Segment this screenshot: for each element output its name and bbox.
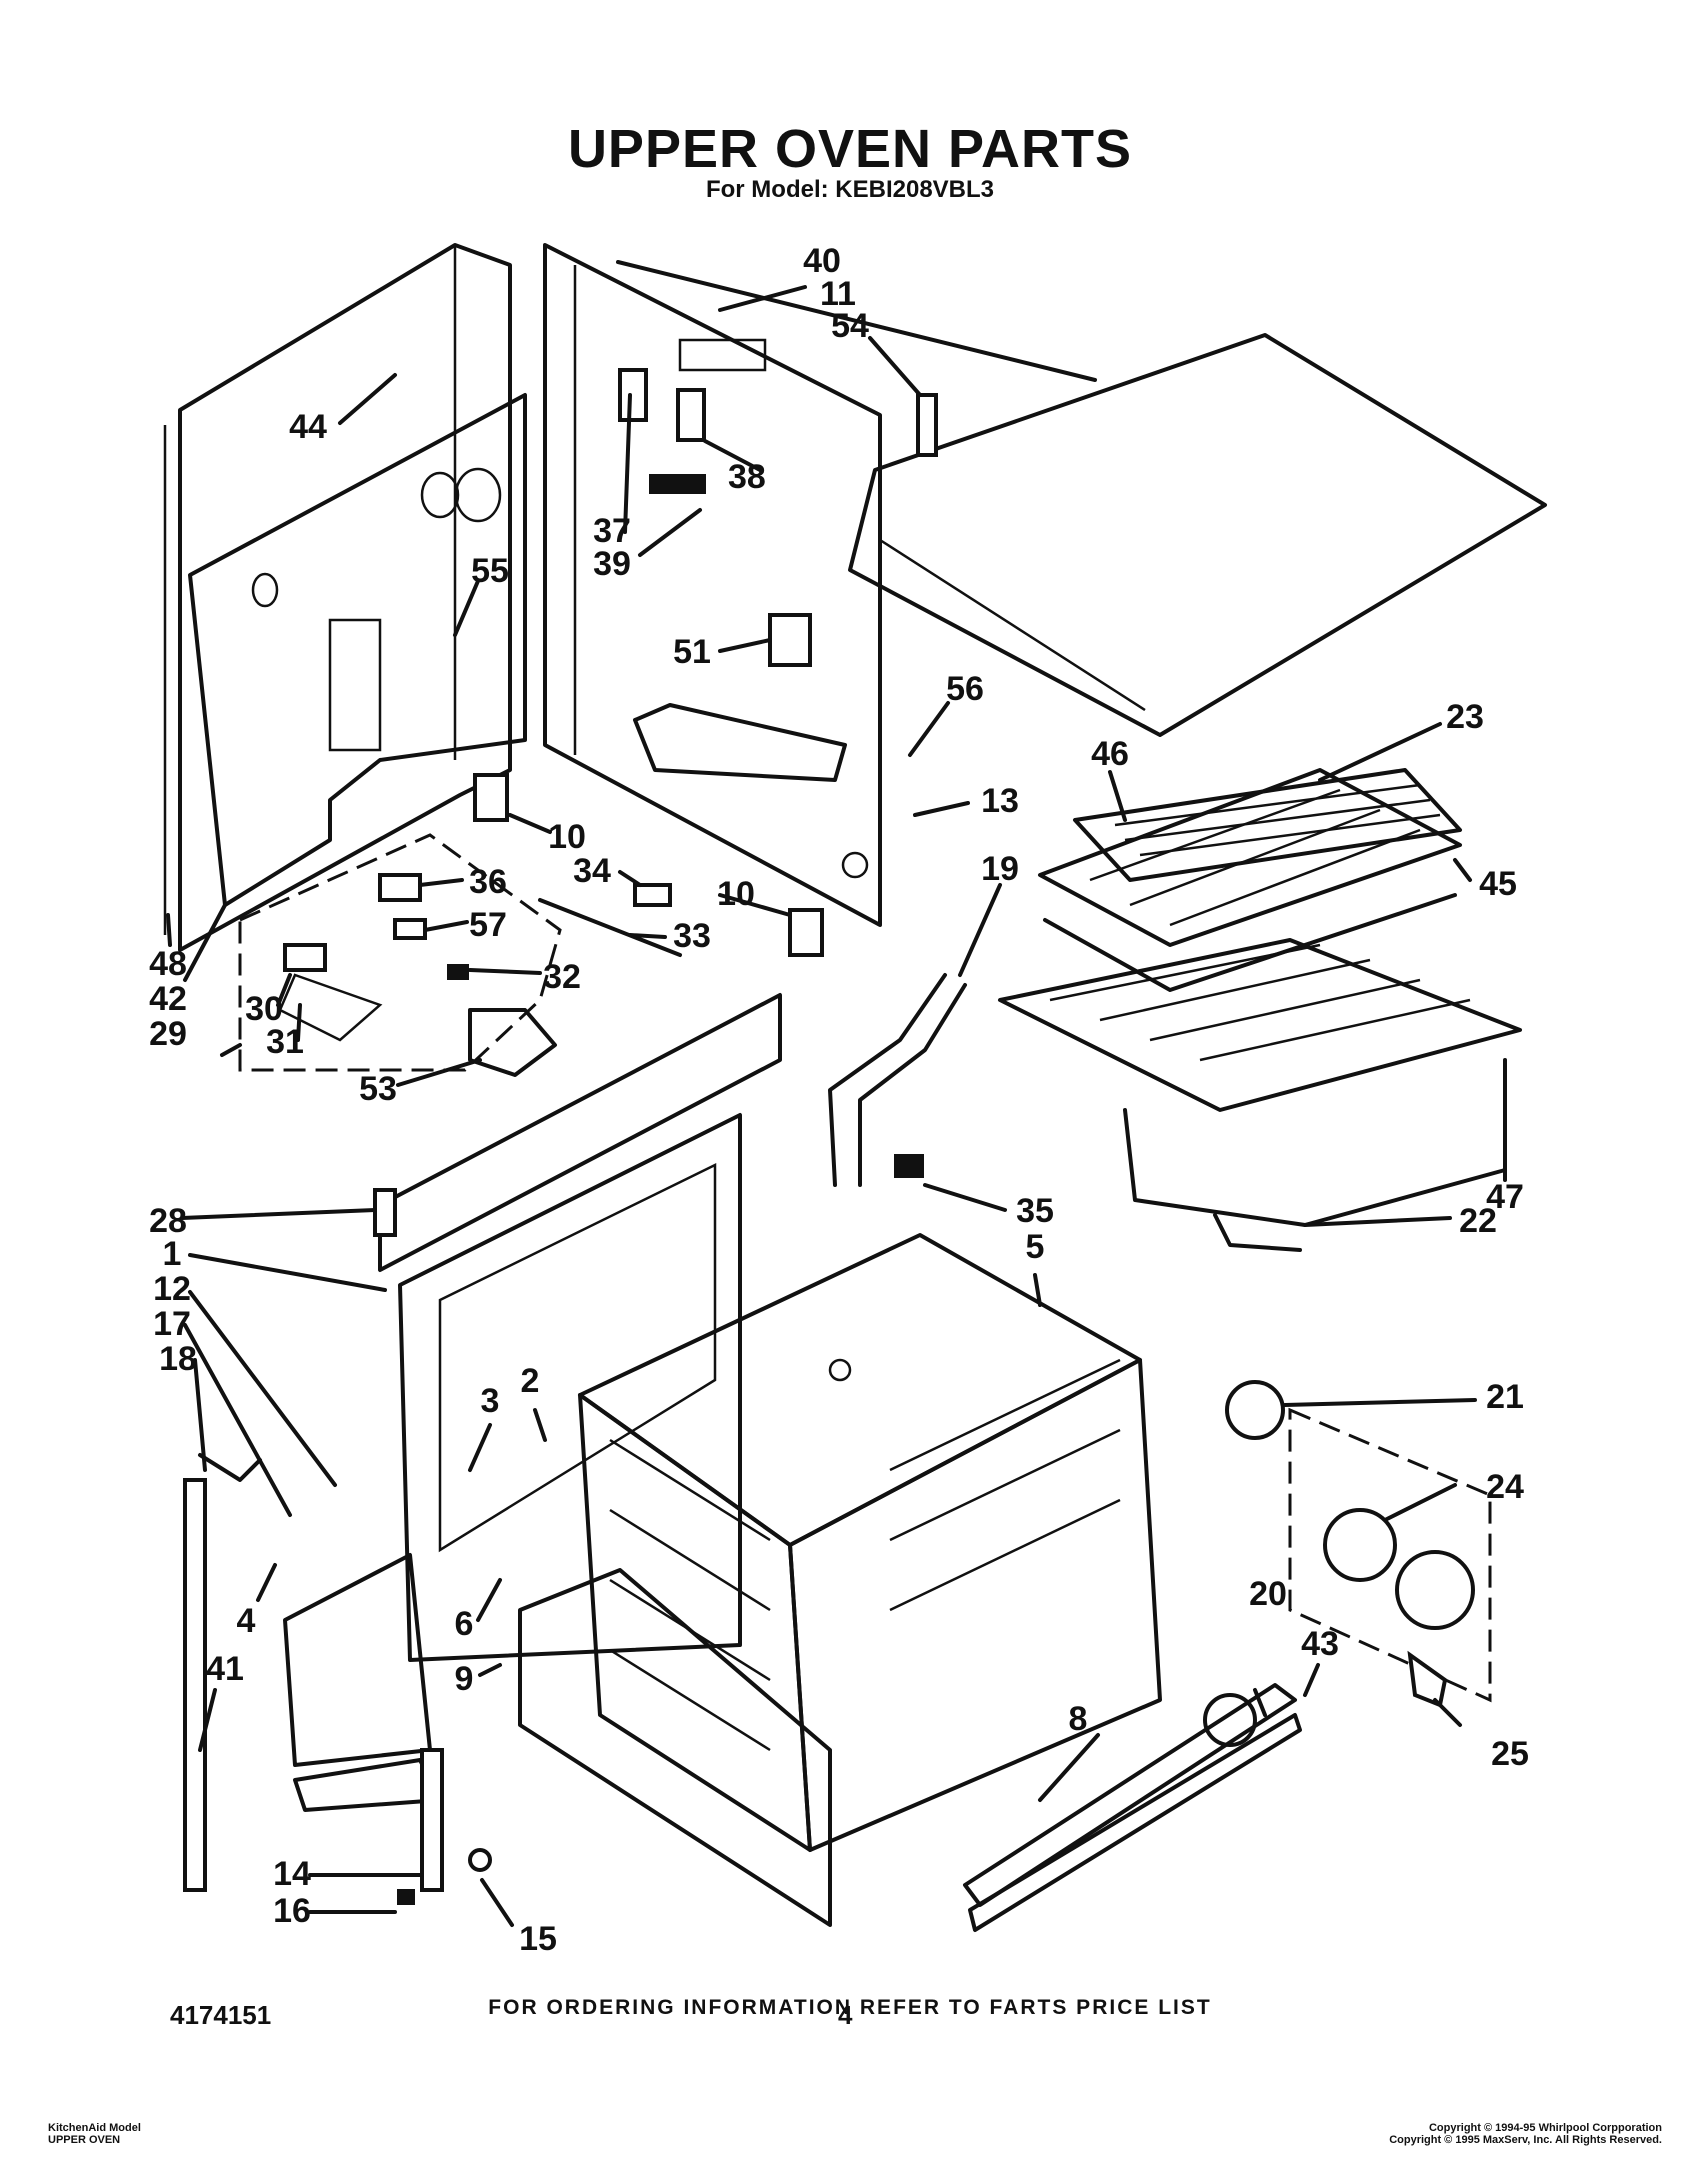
bottom-panel bbox=[518, 1568, 832, 1927]
callout-45: 45 bbox=[1479, 865, 1517, 903]
callout-34: 34 bbox=[573, 852, 611, 890]
callout-22: 22 bbox=[1459, 1202, 1497, 1240]
callout-19: 19 bbox=[981, 850, 1019, 888]
callout-10a: 10 bbox=[548, 818, 586, 856]
callout-40: 40 bbox=[803, 242, 841, 280]
callout-57: 57 bbox=[469, 906, 507, 944]
callout-30: 30 bbox=[245, 990, 283, 1028]
callout-51: 51 bbox=[673, 633, 711, 671]
callout-9: 9 bbox=[455, 1660, 474, 1698]
front-bracket-28 bbox=[373, 1188, 397, 1237]
callout-41: 41 bbox=[206, 1650, 244, 1688]
hinge-bracket-54 bbox=[916, 393, 938, 457]
oven-rack bbox=[998, 938, 1522, 1112]
callout-15: 15 bbox=[519, 1920, 557, 1958]
callout-56: 56 bbox=[946, 670, 984, 708]
callout-46: 46 bbox=[1091, 735, 1129, 773]
rear-insulation-panel bbox=[188, 393, 527, 907]
callout-12: 12 bbox=[153, 1270, 191, 1308]
callout-35: 35 bbox=[1016, 1192, 1054, 1230]
callout-28: 28 bbox=[149, 1202, 187, 1240]
vent-tube bbox=[828, 973, 947, 1187]
document-number: 4174151 bbox=[170, 2000, 272, 2030]
callout-43: 43 bbox=[1301, 1625, 1339, 1663]
callout-3: 3 bbox=[481, 1382, 500, 1420]
spacer-block-10b bbox=[788, 908, 824, 957]
control-panel bbox=[543, 243, 882, 927]
callout-13: 13 bbox=[981, 782, 1019, 820]
copyright-line-1: Copyright © 1994-95 Whirlpool Corpporati… bbox=[1428, 2122, 1662, 2134]
vent-tube-wall bbox=[858, 983, 967, 1187]
spacer-block-10a bbox=[473, 773, 509, 822]
callout-16: 16 bbox=[273, 1892, 311, 1930]
callout-55: 55 bbox=[471, 552, 509, 590]
bake-element bbox=[1123, 1108, 1507, 1252]
page-title: UPPER OVEN PARTS bbox=[567, 119, 1133, 179]
callout-44: 44 bbox=[289, 408, 327, 446]
callout-1: 1 bbox=[163, 1235, 182, 1273]
callout-2: 2 bbox=[521, 1362, 540, 1400]
callout-29: 29 bbox=[149, 1015, 187, 1053]
callout-14: 14 bbox=[273, 1855, 311, 1893]
trim-strip-lower bbox=[968, 1713, 1302, 1932]
top-panel bbox=[848, 333, 1547, 737]
callout-5: 5 bbox=[1026, 1228, 1045, 1266]
door-hinge-parts bbox=[183, 1453, 492, 1905]
callout-37: 37 bbox=[593, 512, 631, 550]
switch-bracket-group bbox=[238, 833, 682, 1077]
callout-32: 32 bbox=[543, 958, 581, 996]
oven-liner bbox=[578, 1233, 1162, 1852]
vent-nut-35 bbox=[894, 1154, 924, 1178]
callout-25: 25 bbox=[1491, 1735, 1529, 1773]
model-subtitle: For Model: KEBI208VBL3 bbox=[705, 176, 995, 203]
callout-42: 42 bbox=[149, 980, 187, 1018]
callout-36: 36 bbox=[469, 863, 507, 901]
callout-48: 48 bbox=[149, 945, 187, 983]
copyright-info: Copyright © 1994-95 Whirlpool Corpporati… bbox=[1389, 2122, 1662, 2146]
trim-strip bbox=[963, 1683, 1297, 1907]
callout-8: 8 bbox=[1069, 1700, 1088, 1738]
brand-line-2: UPPER OVEN bbox=[48, 2134, 121, 2146]
callout-23: 23 bbox=[1446, 698, 1484, 736]
callout-38: 38 bbox=[728, 458, 766, 496]
callout-54: 54 bbox=[831, 307, 869, 345]
broil-element bbox=[1073, 768, 1462, 882]
page-number: 4 bbox=[838, 2000, 853, 2030]
brand-line-1: KitchenAid Model bbox=[48, 2122, 141, 2134]
brand-info: KitchenAid Model UPPER OVEN bbox=[48, 2122, 141, 2146]
callout-33: 33 bbox=[673, 917, 711, 955]
leader-lines bbox=[166, 260, 1507, 1927]
callout-10b: 10 bbox=[717, 875, 755, 913]
callout-4: 4 bbox=[237, 1602, 256, 1640]
callout-47: 47 bbox=[1486, 1178, 1524, 1216]
callout-53: 53 bbox=[359, 1070, 397, 1108]
broiler-pan bbox=[1038, 768, 1462, 992]
callout-11: 11 bbox=[820, 275, 856, 313]
callout-39: 39 bbox=[593, 545, 631, 583]
callout-21: 21 bbox=[1486, 1378, 1524, 1416]
callout-labels: 40 11 54 44 38 37 39 55 51 56 13 23 46 4… bbox=[149, 242, 1529, 1958]
ordering-note: FOR ORDERING INFORMATION REFER TO FARTS … bbox=[488, 1996, 1212, 2019]
callout-18: 18 bbox=[159, 1340, 197, 1378]
callout-31: 31 bbox=[266, 1023, 304, 1061]
front-frame bbox=[378, 993, 782, 1662]
callout-24: 24 bbox=[1486, 1468, 1524, 1506]
light-assembly bbox=[1225, 1380, 1492, 1708]
rear-panel-outer bbox=[163, 243, 512, 952]
copyright-line-2: Copyright © 1995 MaxServ, Inc. All Right… bbox=[1389, 2134, 1662, 2146]
callout-6: 6 bbox=[455, 1605, 474, 1643]
callout-20: 20 bbox=[1249, 1575, 1287, 1613]
callout-17: 17 bbox=[153, 1305, 191, 1343]
